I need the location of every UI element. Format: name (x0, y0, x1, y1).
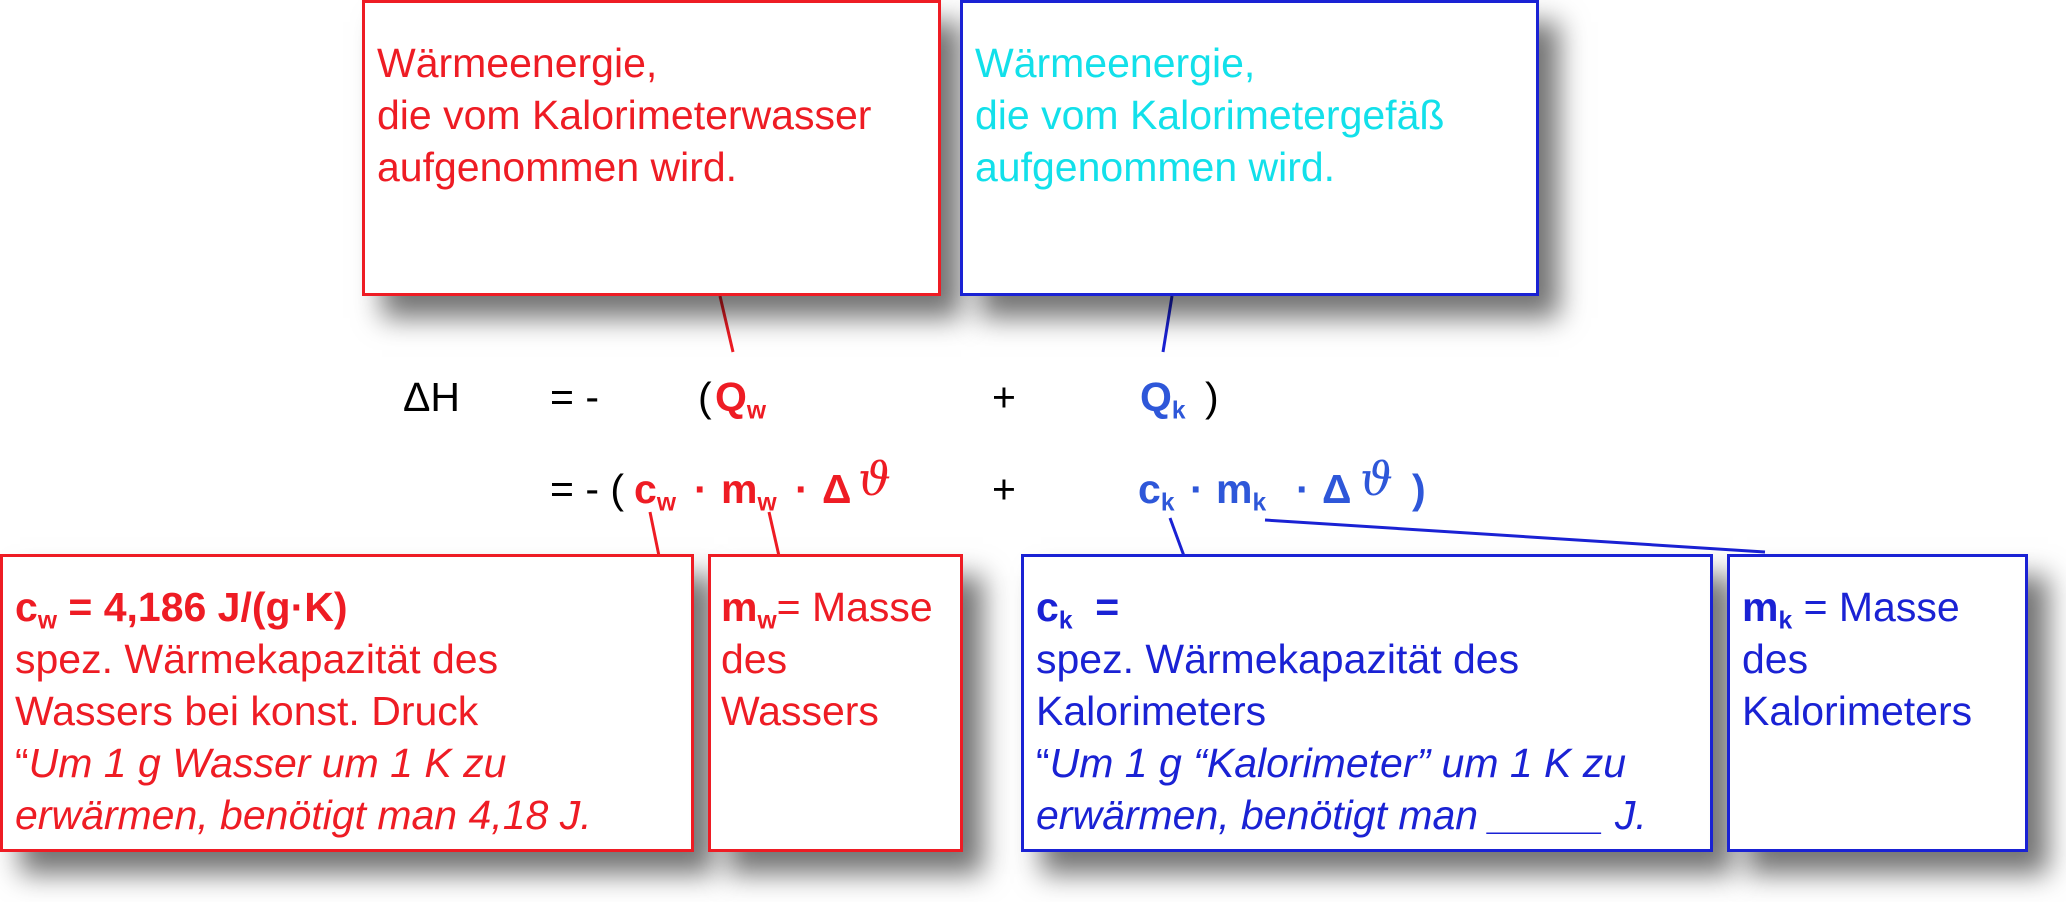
close-paren-2: ) (1412, 466, 1426, 512)
ck-line-3: Kalorimeters (1036, 688, 1267, 734)
open-paren-1: ( (698, 374, 712, 420)
mk-symbol: mk (1742, 584, 1793, 635)
mk-definition-box: mk = Masse des Kalorimeters (1727, 554, 2028, 852)
water-heat-line-3: aufgenommen wird. (377, 144, 738, 190)
vessel-heat-line-1: Wärmeenergie, (975, 40, 1256, 86)
mw-definition-title: mw= Masse (721, 581, 948, 633)
cw-value: = 4,186 J/(g·K) (68, 584, 348, 630)
cw-line-4: “Um 1 g Wasser um 1 K zu (15, 740, 507, 786)
dot-3: · (1190, 466, 1204, 512)
vessel-heat-box: Wärmeenergie, die vom Kalorimetergefäß a… (960, 0, 1539, 296)
cw-symbol: cw (15, 584, 57, 635)
water-heat-line-2: die vom Kalorimeterwasser (377, 92, 872, 138)
theta-symbol-1: ϑ (858, 452, 891, 506)
symbol-cw: cw (634, 466, 676, 517)
mw-text-1: = Masse (776, 584, 933, 630)
vessel-heat-line-2: die vom Kalorimetergefäß (975, 92, 1445, 138)
mk-text-3: Kalorimeters (1742, 688, 1973, 734)
symbol-mw: mw (721, 466, 777, 517)
mk-text-2: des (1742, 636, 1809, 682)
ck-line-4: “Um 1 g “Kalorimeter” um 1 K zu (1036, 740, 1627, 786)
dot-4: · (1296, 466, 1310, 512)
cw-definition-box: cw = 4,186 J/(g·K) spez. Wärmekapazität … (0, 554, 694, 852)
mk-definition-title: mk = Masse (1742, 581, 2013, 633)
cw-line-5: erwärmen, benötigt man 4,18 J. (15, 792, 592, 838)
water-heat-line-1: Wärmeenergie, (377, 40, 658, 86)
connector-mw (767, 511, 781, 557)
dot-1: · (694, 466, 708, 512)
ck-line-2: spez. Wärmekapazität des (1036, 636, 1520, 682)
equals-minus-1: = - (550, 374, 599, 420)
delta-symbol-2: Δ (1322, 466, 1352, 512)
mk-text-1: = Masse (1803, 584, 1960, 630)
connector-cw (648, 511, 661, 557)
ck-definition-box: ck = spez. Wärmekapazität des Kalorimete… (1021, 554, 1713, 852)
mw-symbol: mw (721, 584, 777, 635)
mw-text-3: Wassers (721, 688, 879, 734)
cw-definition-title: cw = 4,186 J/(g·K) (15, 581, 679, 633)
symbol-ck: ck (1138, 466, 1175, 517)
connector-qk (1161, 295, 1174, 353)
ck-value: = (1095, 584, 1120, 630)
plus-1: + (992, 374, 1016, 420)
symbol-qk: Qk (1140, 374, 1186, 425)
water-heat-box: Wärmeenergie, die vom Kalorimeterwasser … (362, 0, 941, 296)
mw-text-2: des (721, 636, 788, 682)
mw-definition-box: mw= Masse des Wassers (708, 554, 963, 852)
ck-definition-title: ck = (1036, 581, 1698, 633)
symbol-qw: Qw (715, 374, 767, 425)
symbol-mk: mk (1216, 466, 1267, 517)
connector-qw (718, 295, 735, 353)
close-paren-1: ) (1205, 374, 1219, 420)
connector-mk (1264, 518, 1766, 554)
theta-symbol-2: ϑ (1360, 452, 1393, 506)
delta-h: ΔH (403, 374, 460, 420)
cw-line-2: spez. Wärmekapazität des (15, 636, 499, 682)
plus-2: + (992, 466, 1016, 512)
ck-symbol: ck (1036, 584, 1073, 635)
vessel-heat-line-3: aufgenommen wird. (975, 144, 1336, 190)
equals-minus-2: = - ( (550, 466, 625, 512)
connector-ck (1168, 517, 1186, 557)
cw-line-3: Wassers bei konst. Druck (15, 688, 479, 734)
dot-2: · (795, 466, 809, 512)
ck-line-5: erwärmen, benötigt man _____ J. (1036, 792, 1647, 838)
delta-symbol-1: Δ (822, 466, 852, 512)
